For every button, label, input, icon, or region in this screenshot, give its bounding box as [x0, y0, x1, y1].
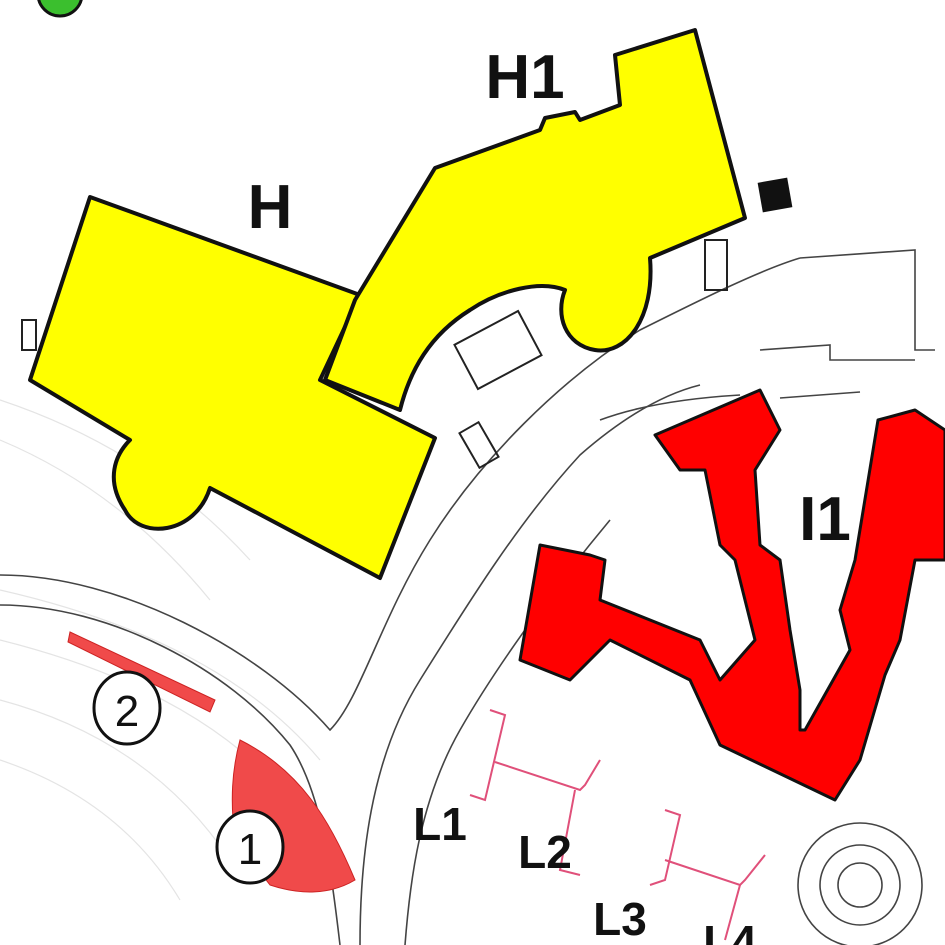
building-h1[interactable]	[323, 28, 747, 412]
label-l2: L2	[518, 826, 572, 878]
marker-label-2: 2	[115, 687, 139, 736]
label-i1: I1	[799, 485, 851, 554]
road-outer-edge	[0, 257, 801, 732]
label-l4: L4	[703, 916, 757, 945]
label-l3: L3	[593, 893, 647, 945]
marker-badge-1[interactable]: 1	[215, 809, 285, 885]
gate-outline	[458, 420, 500, 470]
road-building-outline	[799, 249, 935, 351]
green-marker	[37, 0, 83, 18]
side-notch	[21, 319, 37, 351]
black-square-marker	[757, 177, 793, 213]
small-structures	[21, 239, 728, 470]
stair-outline	[704, 239, 728, 291]
label-l1: L1	[413, 798, 467, 850]
parcel-l2-top	[494, 759, 601, 792]
parcel-outlines	[469, 709, 766, 941]
parcel-l2-side	[558, 789, 581, 876]
building-i1[interactable]	[518, 388, 945, 802]
marker-badge-2[interactable]: 2	[92, 670, 162, 746]
parcel-l4-top	[664, 854, 766, 887]
kiosk-outline	[453, 309, 543, 391]
marker-label-1: 1	[238, 825, 262, 874]
road-inner-right-edge	[359, 384, 701, 945]
parcel-l4-side	[724, 884, 741, 941]
parcel-l3-outline	[649, 809, 682, 886]
label-h: H	[248, 173, 293, 242]
label-h1: H1	[485, 43, 564, 112]
rotunda-outline	[797, 822, 923, 945]
building-h[interactable]	[28, 195, 437, 580]
marker-area-2[interactable]	[67, 631, 216, 713]
parcel-l1-outline	[469, 709, 507, 802]
